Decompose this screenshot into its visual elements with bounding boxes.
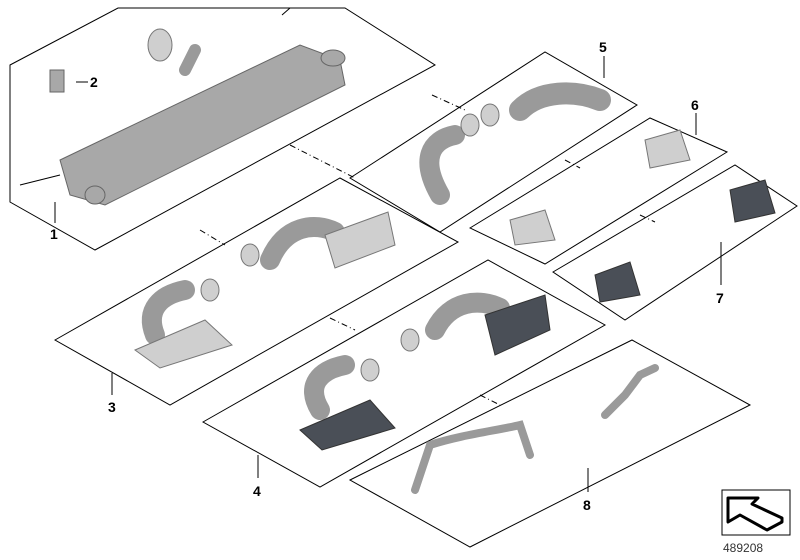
tailpipe-trim-7-part — [594, 179, 776, 303]
callout-8[interactable]: 8 — [583, 497, 591, 513]
group-5-outline — [349, 51, 638, 233]
group-1-outline — [9, 7, 436, 251]
group-3-outline — [53, 177, 460, 406]
pipe-set-5-part — [419, 82, 611, 205]
connector-line — [564, 159, 581, 169]
tailpipe-trim-6-part — [509, 129, 691, 246]
orientation-arrow-icon — [721, 489, 791, 536]
callout-5[interactable]: 5 — [599, 39, 607, 55]
rear-silencer-part — [19, 7, 346, 206]
callout-7[interactable]: 7 — [716, 290, 724, 306]
connector-line — [431, 94, 466, 111]
connector-line — [329, 317, 356, 331]
group-7-outline — [552, 164, 798, 321]
callout-3[interactable]: 3 — [108, 399, 116, 415]
connector-line — [199, 229, 226, 246]
connector-line — [479, 394, 501, 406]
bracket-set-8-part — [411, 364, 659, 494]
group-6-outline — [468, 117, 729, 265]
connector-line — [289, 144, 356, 179]
connector-line — [639, 214, 656, 223]
pipe-set-3-part — [133, 211, 396, 369]
bracket-part — [49, 69, 65, 93]
callout-4[interactable]: 4 — [253, 483, 261, 499]
document-number: 489208 — [723, 541, 764, 555]
callout-2[interactable]: 2 — [90, 74, 98, 90]
group-4-outline — [201, 259, 607, 488]
callout-1[interactable]: 1 — [50, 226, 58, 242]
group-8-outline — [348, 339, 752, 548]
callout-6[interactable]: 6 — [691, 97, 699, 113]
pipe-set-4-part — [299, 292, 551, 451]
